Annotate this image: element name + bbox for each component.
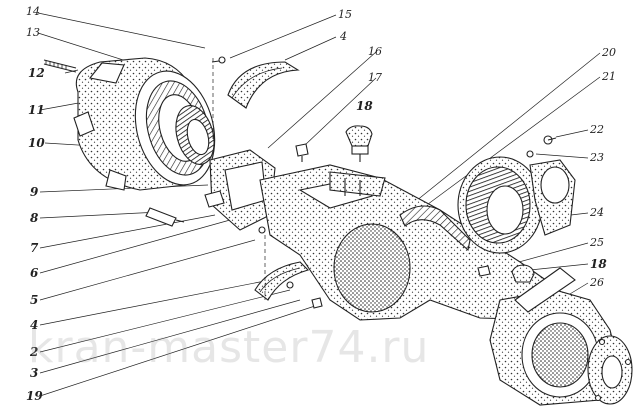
bolt-22 [543,135,557,145]
callout-17: 17 [368,71,382,84]
callout-18: 18 [356,99,373,113]
callout-5: 5 [30,293,39,307]
callout-18-right: 18 [590,257,607,271]
axle-housing [259,164,561,321]
nut-23 [526,150,534,158]
small-parts-lower-left [258,226,323,309]
differential-24 [457,156,576,254]
callout-21: 21 [602,70,616,83]
callout-9: 9 [30,185,39,199]
callout-6: 6 [30,266,39,280]
left-hub-assembly [73,57,216,191]
fitting-17 [295,143,309,162]
valve-18 [345,125,373,162]
gasket-20 [399,205,471,252]
brake-shoe-lower [254,261,310,301]
callout-15: 15 [338,8,352,21]
callout-13: 13 [26,26,40,39]
callout-11: 11 [28,103,45,117]
callout-20: 20 [602,46,616,59]
bolt-15 [211,56,226,64]
callout-8: 8 [30,211,39,225]
callout-16: 16 [368,45,382,58]
callout-25: 25 [590,236,604,249]
callout-3: 3 [30,366,39,380]
callout-24: 24 [590,206,604,219]
callout-22: 22 [590,123,604,136]
watermark: kran-master74.ru [28,322,430,373]
brake-shoe-upper [227,61,300,109]
callout-23: 23 [590,151,604,164]
callout-14: 14 [26,5,40,18]
sensor-8 [145,207,185,227]
stud-12 [43,59,77,73]
callout-10: 10 [28,136,45,150]
callout-12: 12 [28,66,45,80]
callout-19: 19 [26,389,43,403]
nut-25 [477,265,491,277]
callout-7: 7 [30,241,39,255]
right-hub-26 [489,267,633,406]
callout-4-left: 4 [30,318,39,332]
callout-4-right: 4 [340,30,347,43]
callout-26: 26 [590,276,604,289]
callout-2: 2 [30,345,39,359]
valve-18-right [511,264,535,283]
